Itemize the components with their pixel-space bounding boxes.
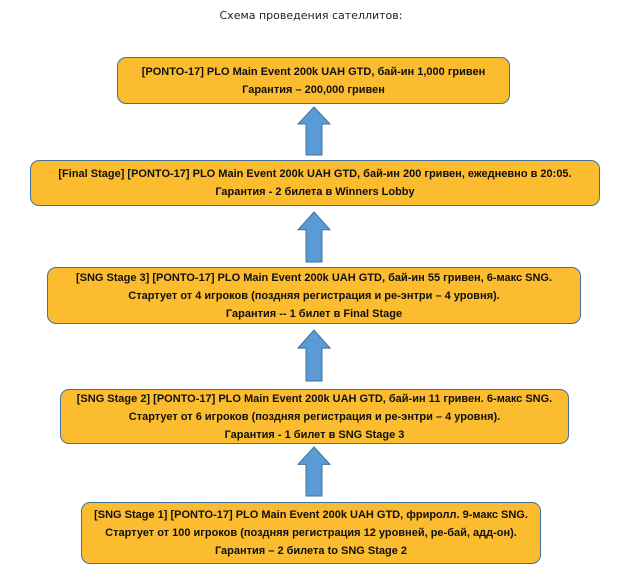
box-line: Стартует от 100 игроков (поздняя регистр… [105,527,517,539]
box-line: Гарантия - 1 билет в SNG Stage 3 [224,428,405,441]
up-arrow-icon [297,211,331,263]
box-line: [SNG Stage 3] [PONTO-17] PLO Main Event … [75,271,553,284]
up-arrow-icon [297,329,331,382]
up-arrow-icon [297,446,331,497]
diagram-title: Схема проведения сателлитов: [219,9,403,22]
box-line: Гарантия -- 1 билет в Final Stage [225,307,403,320]
up-arrow-icon [297,106,331,156]
box-line: [Final Stage] [PONTO-17] PLO Main Event … [58,168,572,180]
main-event-box: [PONTO-17] PLO Main Event 200k UAH GTD, … [117,57,510,104]
box-line: [SNG Stage 1] [PONTO-17] PLO Main Event … [94,509,528,521]
sng-stage-2-box: [SNG Stage 2] [PONTO-17] PLO Main Event … [60,389,569,444]
sng-stage-3-box: [SNG Stage 3] [PONTO-17] PLO Main Event … [47,267,581,324]
box-line: [SNG Stage 2] [PONTO-17] PLO Main Event … [76,392,553,405]
box-line: Стартует от 6 игроков (поздняя регистрац… [128,410,501,423]
final-stage-box: [Final Stage] [PONTO-17] PLO Main Event … [30,160,600,206]
box-line: Стартует от 4 игроков (поздняя регистрац… [128,289,500,302]
box-line: Гарантия - 2 билета в Winners Lobby [215,186,415,198]
box-line: [PONTO-17] PLO Main Event 200k UAH GTD, … [141,65,486,78]
sng-stage-1-box: [SNG Stage 1] [PONTO-17] PLO Main Event … [81,502,541,564]
box-line: Гарантия – 2 билета to SNG Stage 2 [214,545,408,557]
box-line: Гарантия – 200,000 гривен [242,83,385,96]
